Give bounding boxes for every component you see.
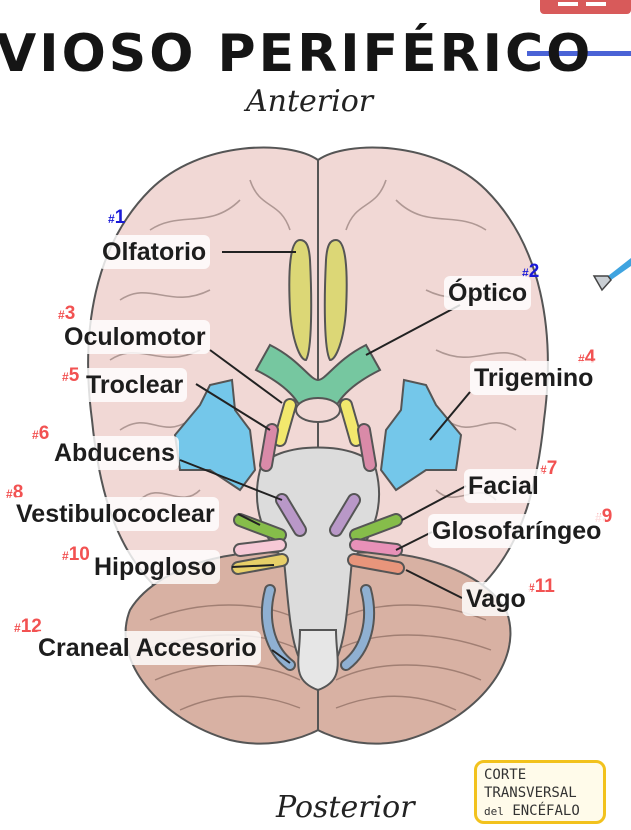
badge-line-1: CORTE [484,766,596,784]
label-vestibulococlear: Vestibulococlear [12,497,219,531]
pituitary [296,398,340,422]
label-glosofaringeo: Glosofaríngeo [428,514,605,548]
label-vago: Vago [462,582,530,616]
number-10: #10 [62,544,90,566]
spinal-cord [298,630,337,690]
number-11: #11 [528,576,555,598]
label-abducens: Abducens [50,436,179,470]
label-craneal-accesorio: Craneal Accesorio [34,631,261,665]
label-facial: Facial [464,469,543,503]
section-badge: CORTE TRANSVERSAL del ENCÉFALO [474,760,606,824]
badge-line-3: del ENCÉFALO [484,802,596,821]
badge-line-2: TRANSVERSAL [484,784,596,802]
label-optico: Óptico [444,276,531,310]
label-hipogloso: Hipogloso [90,550,220,584]
label-trigemino: Trigemino [470,361,597,395]
number-5: #5 [62,365,79,387]
number-1: #1 [108,207,125,229]
number-6: #6 [32,423,49,445]
label-troclear: Troclear [82,368,187,402]
label-olfatorio: Olfatorio [98,235,210,269]
label-oculomotor: Oculomotor [60,320,210,354]
